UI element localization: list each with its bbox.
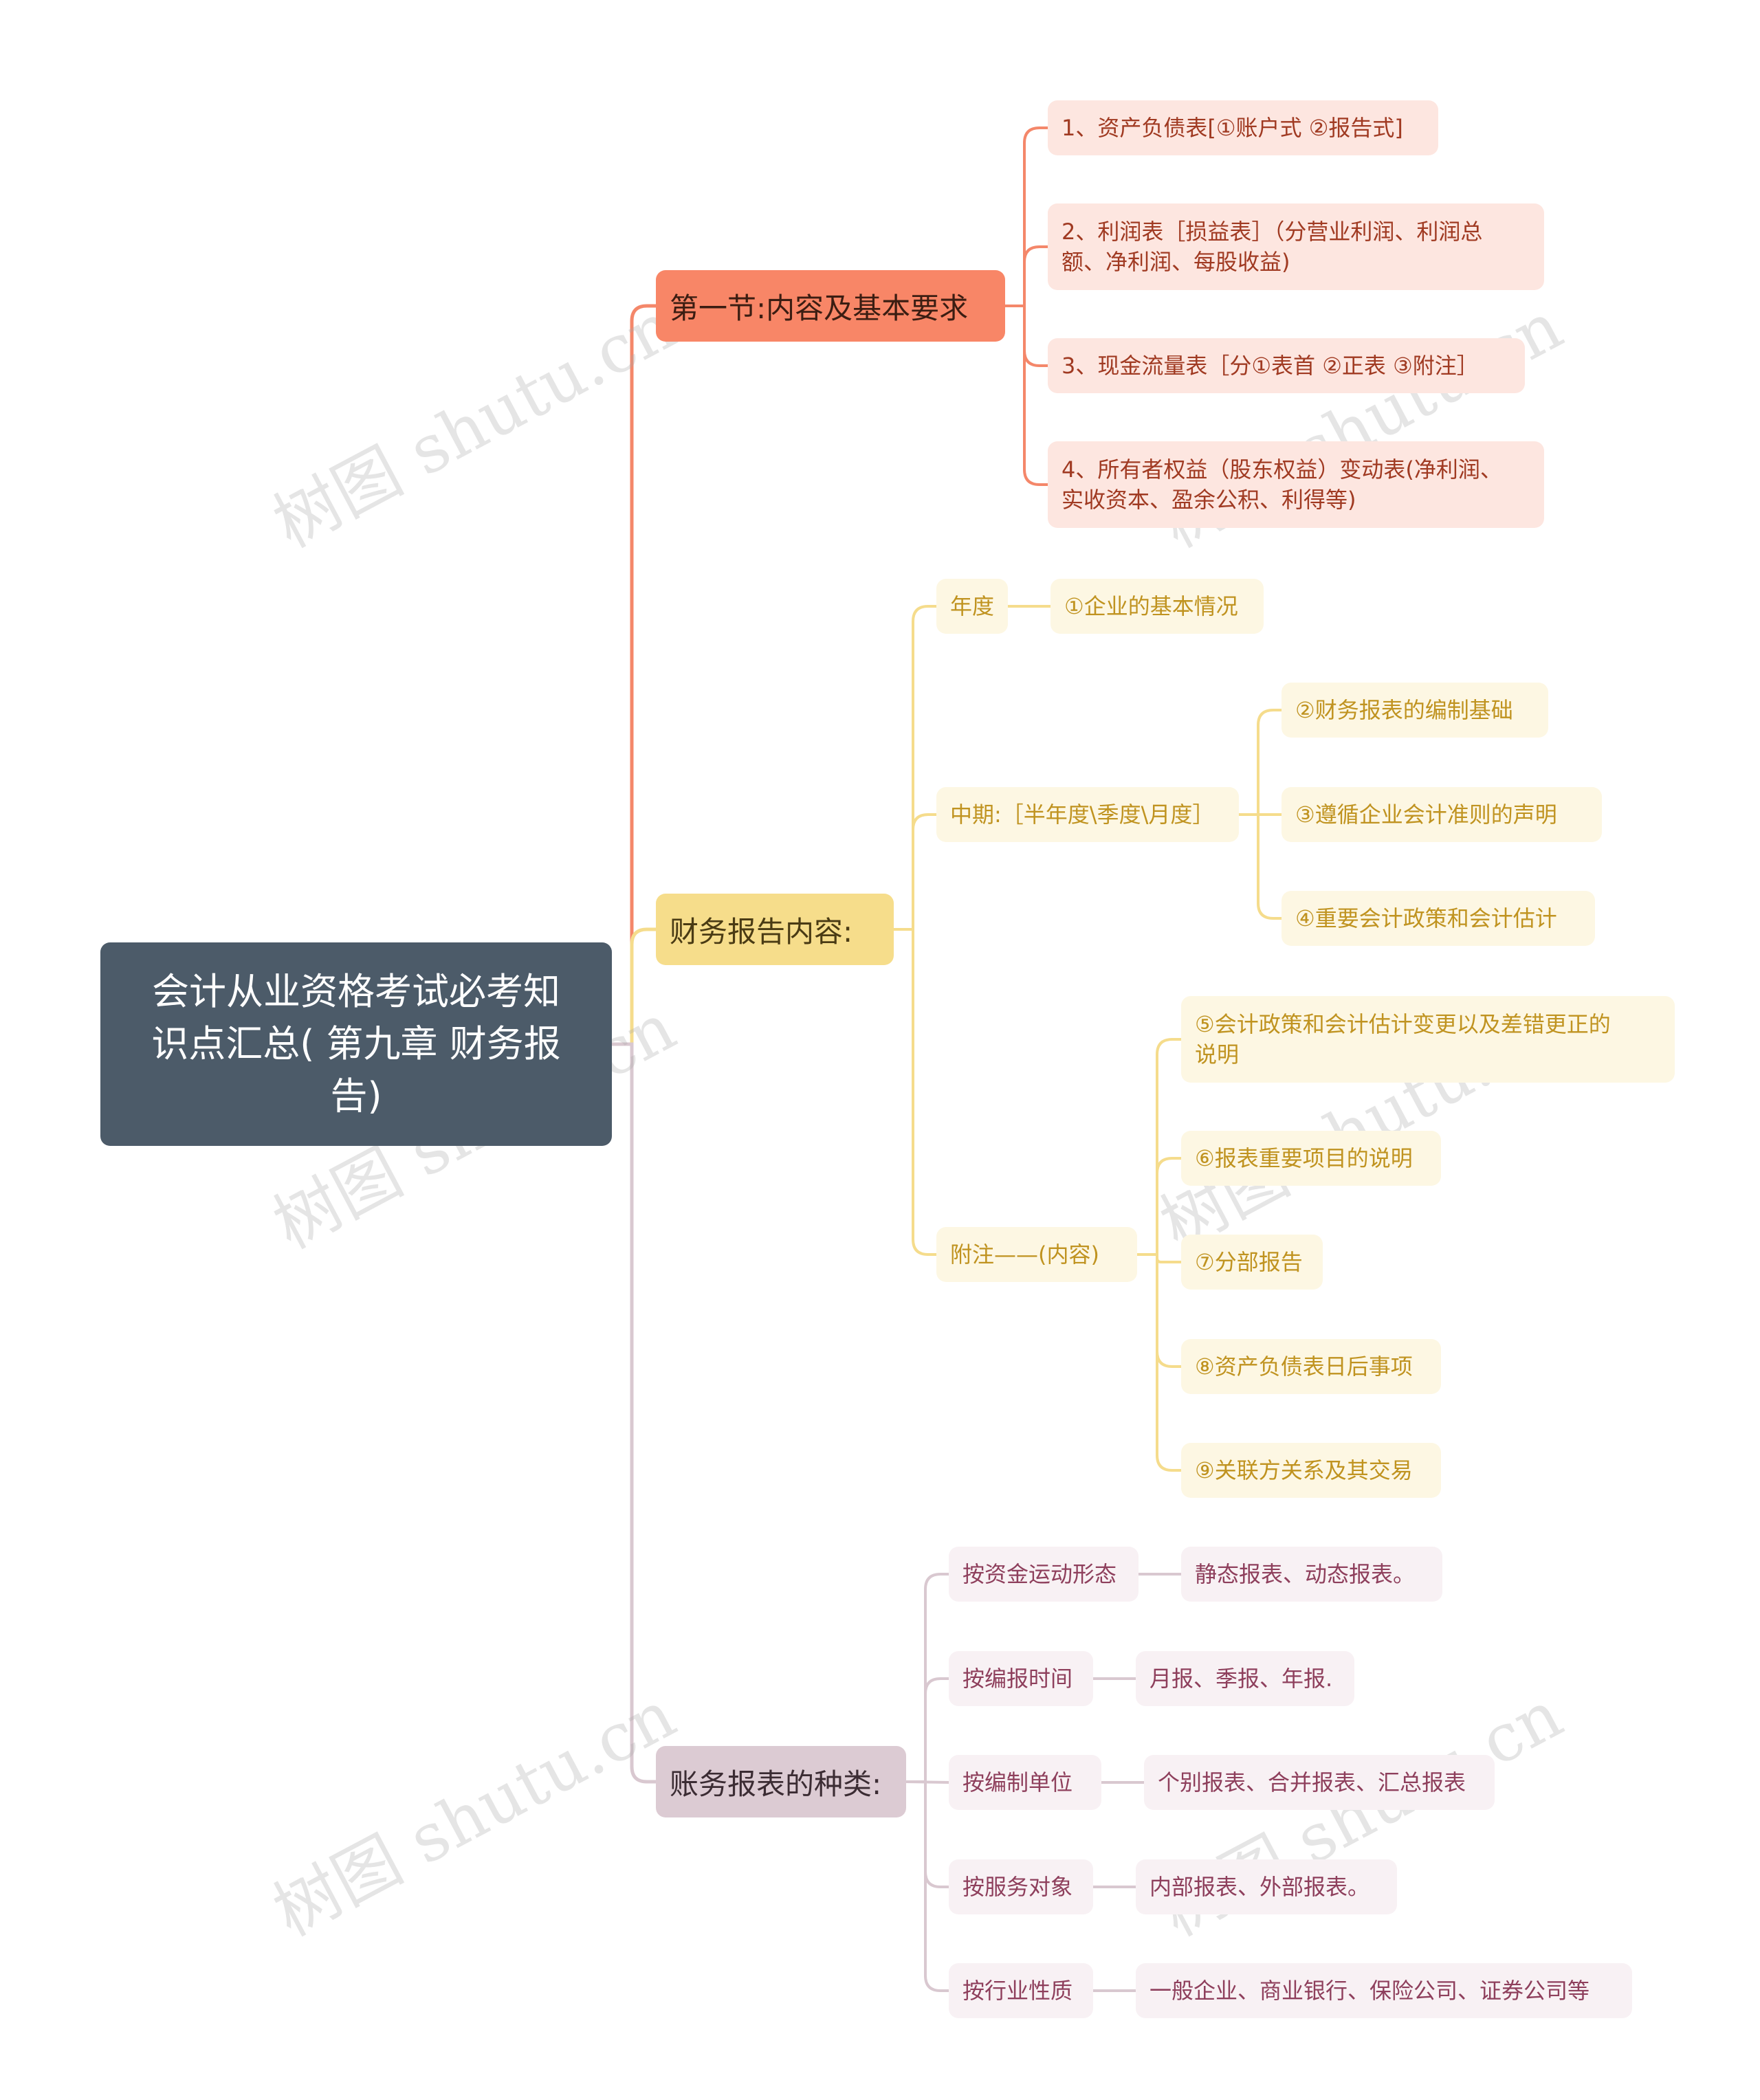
leaf-equity-statement[interactable]: 4、所有者权益（股东权益）变动表(净利润、 实收资本、盈余公积、利得等) xyxy=(1048,441,1544,528)
connector-line xyxy=(1004,305,1049,486)
connector-line xyxy=(905,1573,950,1783)
leaf-important-items[interactable]: ⑥报表重要项目的说明 xyxy=(1181,1131,1441,1186)
connector-line xyxy=(610,1042,658,1784)
connector-line xyxy=(905,1780,950,1992)
leaf-related-party[interactable]: ⑨关联方关系及其交易 xyxy=(1181,1443,1441,1498)
subtopic-notes[interactable]: 附注——(内容) xyxy=(936,1227,1137,1282)
subtopic-by-audience[interactable]: 按服务对象 xyxy=(949,1859,1093,1914)
leaf-internal-external[interactable]: 内部报表、外部报表。 xyxy=(1136,1859,1397,1914)
leaf-industry-types[interactable]: 一般企业、商业银行、保险公司、证券公司等 xyxy=(1136,1963,1632,2018)
leaf-static-dynamic[interactable]: 静态报表、动态报表。 xyxy=(1181,1547,1442,1602)
connector-line xyxy=(1238,709,1283,816)
subtopic-annual[interactable]: 年度 xyxy=(936,579,1008,634)
leaf-preparation-basis[interactable]: ②财务报表的编制基础 xyxy=(1282,683,1548,738)
branch-report-content[interactable]: 财务报告内容: xyxy=(656,894,894,965)
leaf-individual-consolidated[interactable]: 个别报表、合并报表、汇总报表 xyxy=(1144,1755,1495,1810)
connector-line xyxy=(610,927,658,1046)
branch-section-one[interactable]: 第一节:内容及基本要求 xyxy=(656,270,1005,342)
leaf-policy-changes[interactable]: ⑤会计政策和会计估计变更以及差错更正的 说明 xyxy=(1181,996,1675,1083)
connector-line xyxy=(905,1677,950,1783)
subtopic-by-period[interactable]: 按编报时间 xyxy=(949,1651,1093,1706)
connector-line xyxy=(1004,245,1049,307)
connector-line xyxy=(610,304,658,1046)
leaf-post-balance-events[interactable]: ⑧资产负债表日后事项 xyxy=(1181,1339,1441,1394)
leaf-income-statement[interactable]: 2、利润表［损益表］（分营业利润、利润总 额、净利润、每股收益) xyxy=(1048,203,1544,290)
leaf-monthly-quarterly-annual[interactable]: 月报、季报、年报. xyxy=(1136,1651,1354,1706)
connector-line xyxy=(892,928,938,1256)
connector-line xyxy=(1004,126,1049,307)
connector-line xyxy=(892,605,938,931)
leaf-basic-info[interactable]: ①企业的基本情况 xyxy=(1050,579,1264,634)
connector-line xyxy=(892,813,938,931)
connector-line xyxy=(1004,305,1049,367)
leaf-segment-report[interactable]: ⑦分部报告 xyxy=(1181,1235,1323,1290)
connector-line xyxy=(1136,1038,1182,1256)
leaf-balance-sheet[interactable]: 1、资产负债表[①账户式 ②报告式] xyxy=(1048,100,1438,155)
subtopic-by-industry[interactable]: 按行业性质 xyxy=(949,1963,1093,2018)
leaf-cash-flow-statement[interactable]: 3、现金流量表［分①表首 ②正表 ③附注］ xyxy=(1048,338,1525,393)
connector-line xyxy=(1238,813,1283,920)
connector-line xyxy=(1136,1157,1182,1256)
branch-statement-types[interactable]: 账务报表的种类: xyxy=(656,1746,906,1817)
root-topic-text: 会计从业资格考试必考知 识点汇总( 第九章 财务报 告) xyxy=(151,970,561,1118)
connector-line xyxy=(1136,1253,1182,1368)
root-topic[interactable]: 会计从业资格考试必考知 识点汇总( 第九章 财务报 告) xyxy=(100,942,612,1146)
subtopic-interim[interactable]: 中期:［半年度\季度\月度］ xyxy=(936,787,1239,842)
subtopic-by-unit[interactable]: 按编制单位 xyxy=(949,1755,1101,1810)
leaf-compliance-statement[interactable]: ③遵循企业会计准则的声明 xyxy=(1282,787,1602,842)
subtopic-by-fund-form[interactable]: 按资金运动形态 xyxy=(949,1547,1138,1602)
leaf-accounting-policies[interactable]: ④重要会计政策和会计估计 xyxy=(1282,891,1595,946)
connector-line xyxy=(905,1780,950,1888)
connector-line xyxy=(1136,1253,1182,1472)
